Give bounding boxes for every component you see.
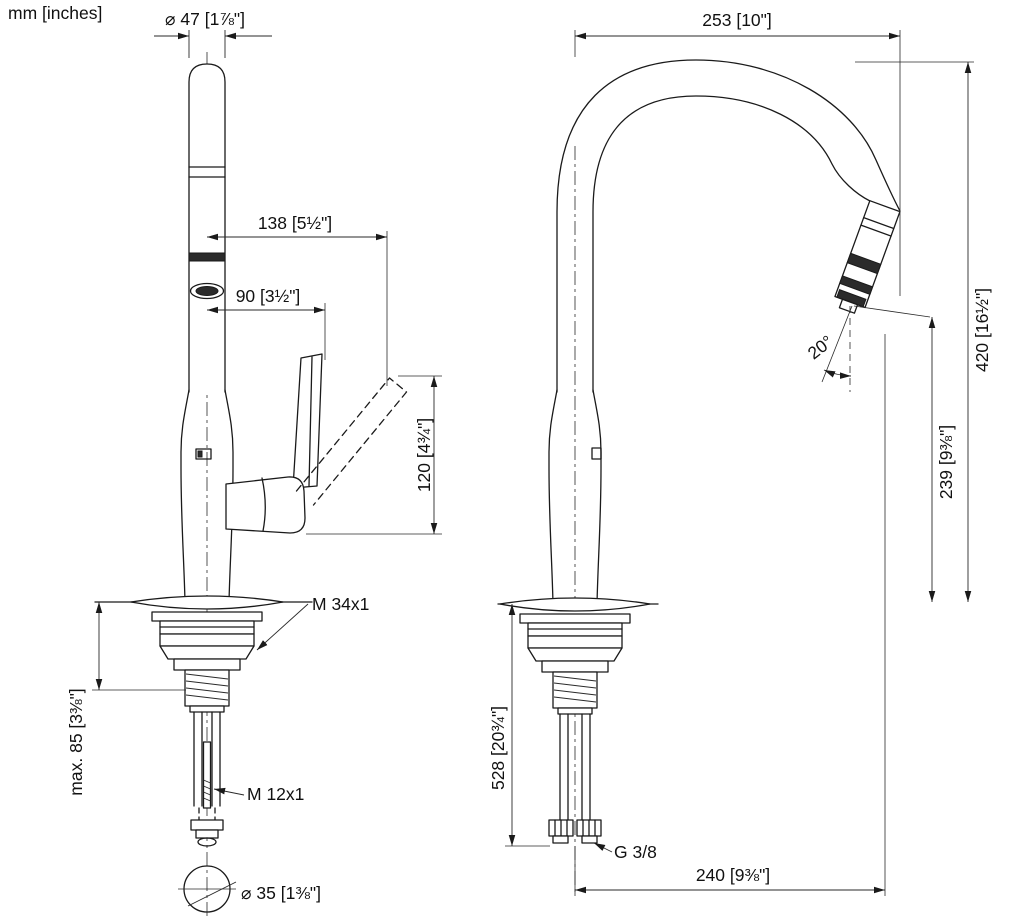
dim-handle-height	[306, 375, 442, 535]
side-spout-arc	[556, 59, 901, 393]
leader-mounting-thread	[256, 603, 309, 651]
mounting-hole	[178, 865, 236, 913]
units-label: mm [inches]	[8, 3, 102, 23]
front-spout	[188, 63, 226, 393]
side-view	[497, 59, 901, 896]
leader-hole-diameter	[187, 881, 237, 907]
spout-diameter-label: ⌀ 47 [1⅞"]	[165, 9, 245, 29]
dim-max-counter-thickness	[92, 601, 186, 691]
outlet-height-label: 239 [9⅜"]	[936, 425, 956, 499]
side-dimensions	[505, 30, 974, 896]
brand-plate	[195, 448, 212, 460]
leader-rod-thread	[213, 787, 245, 796]
spray-angle-geometry	[821, 305, 853, 392]
leader-supply-connection	[593, 842, 613, 853]
dim-spout-diameter	[154, 30, 272, 58]
total-height-label: 420 [16½"]	[972, 288, 992, 372]
reach-label: 253 [10"]	[702, 10, 771, 30]
outlet-reach-label: 240 [9⅜"]	[696, 865, 770, 885]
base-flange-side	[499, 597, 651, 612]
dim-handle-reach-max	[206, 231, 388, 386]
brand-plate-side	[591, 447, 602, 460]
base-flange	[130, 595, 284, 610]
mounting-thread-label: M 34x1	[312, 594, 369, 614]
dim-reach	[574, 30, 901, 296]
hole-diameter-label: ⌀ 35 [1⅜"]	[241, 883, 321, 903]
spray-nozzle	[838, 298, 859, 314]
front-body	[180, 389, 234, 603]
side-countertop	[497, 597, 659, 612]
hose-length-label: 528 [20¾"]	[488, 706, 508, 790]
side-body	[548, 389, 602, 605]
dim-outlet-reach	[574, 334, 886, 896]
dim-total-height	[855, 61, 974, 603]
handle-reach-label: 90 [3½"]	[236, 286, 301, 306]
threaded-shank	[184, 669, 230, 707]
spray-grip-band	[188, 252, 226, 262]
supply-connection-label: G 3/8	[614, 842, 657, 862]
front-handle	[225, 353, 408, 534]
side-mounting-hardware	[519, 613, 631, 715]
labels: mm [inches] ⌀ 47 [1⅞"] 138 [5½"] 90 [3½"…	[8, 3, 992, 903]
spray-head	[834, 200, 901, 314]
front-countertop	[94, 595, 313, 610]
handle-height-label: 120 [4¾"]	[414, 418, 434, 492]
supply-hoses	[548, 713, 602, 844]
handle-reach-max-label: 138 [5½"]	[258, 213, 332, 233]
front-mounting-hardware	[151, 611, 263, 847]
handle-lever	[292, 353, 323, 489]
threaded-rod	[202, 741, 212, 809]
aerator-face	[195, 286, 219, 296]
front-dimensions	[92, 30, 442, 907]
max-counter-thickness-label: max. 85 [3⅜"]	[66, 688, 86, 795]
handle-swung-position	[295, 377, 408, 506]
dim-outlet-height	[853, 305, 936, 603]
dim-handle-reach	[206, 303, 326, 360]
dim-hose-length	[505, 603, 550, 847]
threaded-shank-side	[552, 671, 598, 709]
spray-angle-label: 20°	[804, 331, 837, 363]
rod-thread-label: M 12x1	[247, 784, 304, 804]
